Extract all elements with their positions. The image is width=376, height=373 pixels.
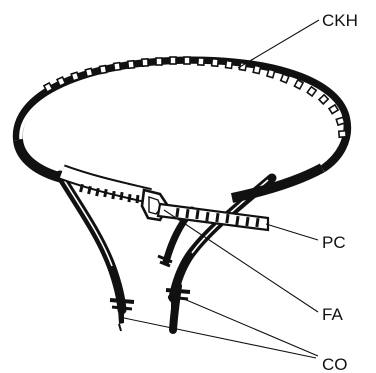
leader-pc <box>266 224 318 240</box>
leader-ckh <box>238 20 319 68</box>
ring-right-front <box>232 168 322 198</box>
ring-left-side <box>18 140 62 178</box>
label-co: CO <box>322 355 348 373</box>
ring-teeth <box>44 57 346 137</box>
leader-co-left <box>124 318 316 358</box>
label-pc: PC <box>322 233 346 252</box>
leader-co-right <box>177 296 318 356</box>
label-ckh: CKH <box>322 11 358 30</box>
ring-back-outline <box>18 61 346 168</box>
label-fa: FA <box>322 305 343 324</box>
